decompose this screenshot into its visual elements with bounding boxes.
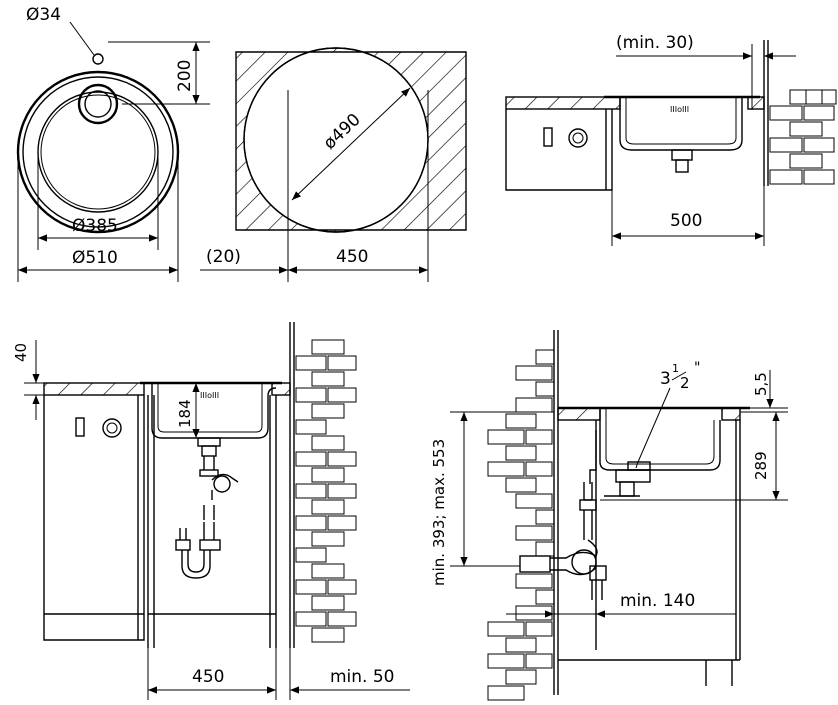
control-knob-2 <box>102 418 122 438</box>
side-section: 3 1 2 " 5,5 289 min. 393; max. 553 min. … <box>430 330 788 701</box>
drain-size-den: 2 <box>680 374 690 392</box>
control-knob <box>568 128 588 148</box>
svg-text:IIIoIII: IIIoIII <box>200 391 219 400</box>
drain-size-num: 1 <box>672 362 679 375</box>
faucet-hole <box>92 53 104 65</box>
bowl-dia-label: Ø385 <box>72 216 118 236</box>
cutout-view: ø490 (20) 450 <box>200 47 467 282</box>
outer-dia-label: Ø510 <box>72 248 118 268</box>
gap-label: (20) <box>206 247 241 267</box>
drain-size-whole: 3 <box>660 369 671 389</box>
wall-gap-bottom-label: min. 50 <box>330 667 395 687</box>
counter-thickness-label: 40 <box>12 343 30 362</box>
cabinet-width-top-label: 450 <box>336 247 368 267</box>
bowl-inner <box>40 94 156 210</box>
bowl-outline <box>37 91 159 213</box>
center-offset-label: 200 <box>175 60 195 92</box>
side-view-top: IIIoIII (min. 30) 500 <box>505 33 837 246</box>
control-knob-slot-2 <box>75 417 85 437</box>
svg-text:IIIoIII: IIIoIII <box>670 105 689 114</box>
drain-inner <box>84 90 112 118</box>
drain-outer <box>77 83 119 125</box>
sink-rim-outer <box>16 70 180 234</box>
cabinet-width-bottom-label: 450 <box>192 667 224 687</box>
faucet-hole-label: Ø34 <box>26 5 61 25</box>
rim-height-label: 5,5 <box>752 372 770 396</box>
install-height-label: min. 393; max. 553 <box>430 439 448 586</box>
control-knob-slot <box>543 127 553 147</box>
cutout-dia-label: ø490 <box>320 110 365 154</box>
drain-size-unit: " <box>694 360 700 376</box>
wall-gap-top-label: (min. 30) <box>616 33 694 53</box>
sink-rim-inner <box>22 76 174 228</box>
trap-offset-label: min. 140 <box>620 591 695 611</box>
bowl-depth-label: 184 <box>176 399 194 428</box>
base-width-label: 500 <box>670 211 702 231</box>
front-elevation: IIIoIII <box>12 322 410 700</box>
overall-depth-label: 289 <box>752 451 770 480</box>
top-view-sink: Ø34 200 Ø385 Ø510 <box>16 5 210 282</box>
